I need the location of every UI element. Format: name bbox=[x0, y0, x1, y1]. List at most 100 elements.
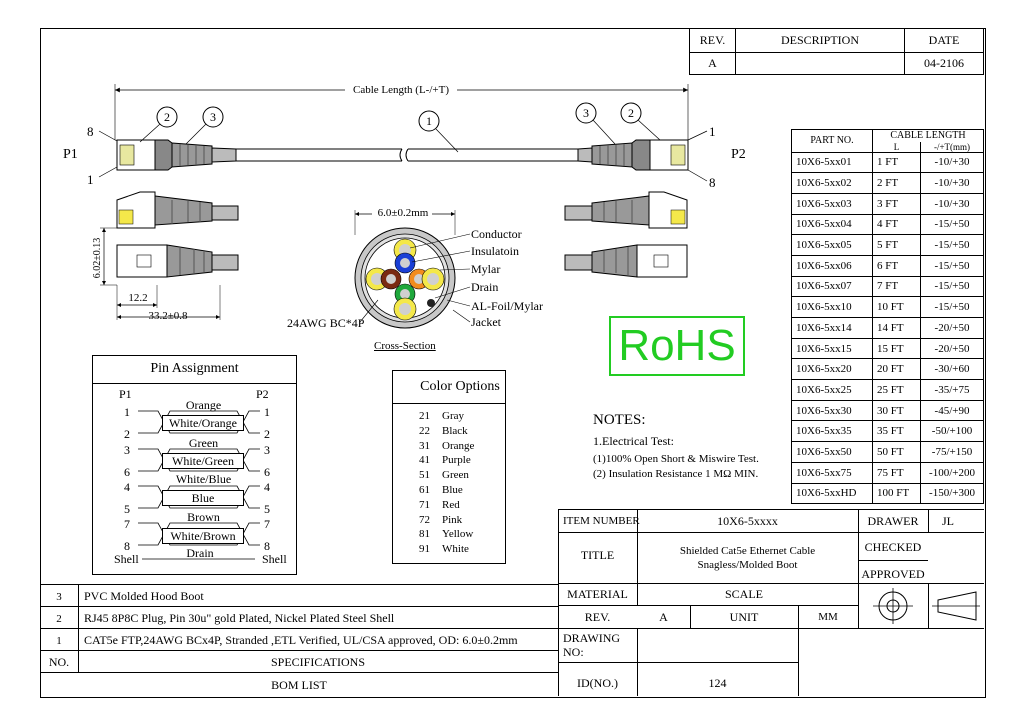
pin-p2-header: P2 bbox=[256, 387, 269, 401]
part-no-cell: 10X6-5xx30 bbox=[791, 399, 873, 422]
tolerance-cell: -30/+60 bbox=[920, 358, 984, 381]
tolerance-cell: -15/+50 bbox=[920, 275, 984, 298]
part-no-cell: 10X6-5xx15 bbox=[791, 337, 873, 360]
unit-label: UNIT bbox=[729, 610, 759, 624]
pair-3-boxed: Blue bbox=[162, 490, 244, 506]
length-l-header: L bbox=[872, 141, 921, 153]
part-no-cell: 10X6-5xx35 bbox=[791, 420, 873, 443]
bom-no-header: NO. bbox=[48, 655, 70, 669]
pair-3-top: White/Blue bbox=[175, 472, 232, 486]
checked-label: CHECKED bbox=[864, 540, 922, 554]
pin-left-3: 3 bbox=[124, 443, 130, 457]
cross-section-drawing: 6.0±0.2mm bbox=[354, 206, 471, 329]
tolerance-cell: -15/+50 bbox=[920, 234, 984, 256]
layer-insulation: Insulatoin bbox=[471, 244, 519, 258]
part-no-cell: 10X6-5xx50 bbox=[791, 441, 873, 463]
pair-1-top: Orange bbox=[185, 398, 222, 412]
pin-left-6: 6 bbox=[124, 465, 130, 479]
shell-right-label: Shell bbox=[262, 552, 287, 566]
material-label: MATERIAL bbox=[567, 587, 628, 601]
part-no-cell: 10X6-5xxHD bbox=[791, 482, 873, 505]
rohs-text: RoHS bbox=[618, 321, 736, 370]
tolerance-cell: -10/+30 bbox=[920, 192, 984, 215]
part-no-cell: 10X6-5xx10 bbox=[791, 296, 873, 318]
pin-left-1: 1 bbox=[124, 405, 130, 419]
pin-right-2: 2 bbox=[264, 427, 270, 441]
pin1-left-label: 1 bbox=[87, 172, 94, 187]
tolerance-cell: -15/+50 bbox=[920, 254, 984, 277]
pin-left-5: 5 bbox=[124, 502, 130, 516]
layer-mylar: Mylar bbox=[471, 262, 501, 276]
sheet-border bbox=[40, 28, 986, 698]
length-cell: 10 FT bbox=[872, 296, 921, 318]
balloons bbox=[98, 102, 708, 182]
length-cell: 100 FT bbox=[872, 482, 921, 505]
balloon-1: 1 bbox=[426, 114, 432, 128]
scale-label: SCALE bbox=[724, 587, 763, 601]
title-line-1: Shielded Cat5e Ethernet Cable bbox=[679, 545, 816, 557]
bom-spec-2: RJ45 8P8C Plug, Pin 30u" gold Plated, Ni… bbox=[84, 611, 395, 625]
pair-2-boxed: White/Green bbox=[162, 453, 244, 469]
bom-spec-1: CAT5e FTP,24AWG BCx4P, Stranded ,ETL Ver… bbox=[84, 633, 518, 647]
pin8-left-label: 8 bbox=[87, 124, 94, 139]
dim-short-label: 12.2 bbox=[128, 292, 147, 304]
left-plug bbox=[116, 139, 237, 171]
length-cell: 50 FT bbox=[872, 441, 921, 463]
drawer-value: JL bbox=[942, 514, 954, 528]
pin-right-4: 4 bbox=[264, 480, 270, 494]
pair-2-top: Green bbox=[188, 436, 219, 450]
length-cell: 7 FT bbox=[872, 275, 921, 298]
right-plug bbox=[577, 139, 689, 171]
part-no-cell: 10X6-5xx04 bbox=[791, 213, 873, 236]
description-header: DESCRIPTION bbox=[735, 28, 905, 53]
length-cell: 4 FT bbox=[872, 213, 921, 236]
revision-block: REV. DESCRIPTION DATE A 04-2106 bbox=[689, 28, 984, 75]
bom-no-2: 2 bbox=[56, 613, 62, 625]
drawing-no-label: DRAWING NO: bbox=[563, 631, 621, 659]
part-number-table: PART NO. CABLE LENGTH L -/+T(mm) 10X6-5x… bbox=[791, 129, 984, 505]
tolerance-cell: -35/+75 bbox=[920, 379, 984, 401]
dim-height-label: 6.02±0.13 bbox=[92, 238, 103, 279]
pin-left-4: 4 bbox=[124, 480, 130, 494]
pin-p1-header: P1 bbox=[119, 387, 132, 401]
item-number-label: ITEM NUMBER bbox=[563, 515, 640, 527]
length-cell: 2 FT bbox=[872, 172, 921, 194]
pin-wires bbox=[138, 410, 260, 560]
part-no-cell: 10X6-5xx20 bbox=[791, 358, 873, 381]
date-header: DATE bbox=[904, 28, 984, 53]
bom-spec-3: PVC Molded Hood Boot bbox=[84, 589, 204, 603]
title-label: TITLE bbox=[580, 548, 615, 562]
cable-length-label: Cable Length (L-/+T) bbox=[353, 84, 449, 96]
pin-right-1: 1 bbox=[264, 405, 270, 419]
rev-value-block: A bbox=[659, 610, 668, 624]
pin-right-6: 6 bbox=[264, 465, 270, 479]
pair-4-top: Brown bbox=[187, 510, 220, 524]
length-cell: 1 FT bbox=[872, 151, 921, 174]
balloon-3-right: 3 bbox=[583, 106, 589, 120]
rohs-mark: RoHS bbox=[609, 316, 745, 376]
part-no-cell: 10X6-5xx06 bbox=[791, 254, 873, 277]
rev-label: REV. bbox=[584, 610, 611, 624]
notes-line-1: (1)100% Open Short & Miswire Test. bbox=[593, 453, 759, 465]
pair-4-boxed: White/Brown bbox=[162, 528, 244, 544]
p2-label: P2 bbox=[731, 147, 746, 162]
color-options-title: Color Options bbox=[420, 379, 500, 394]
